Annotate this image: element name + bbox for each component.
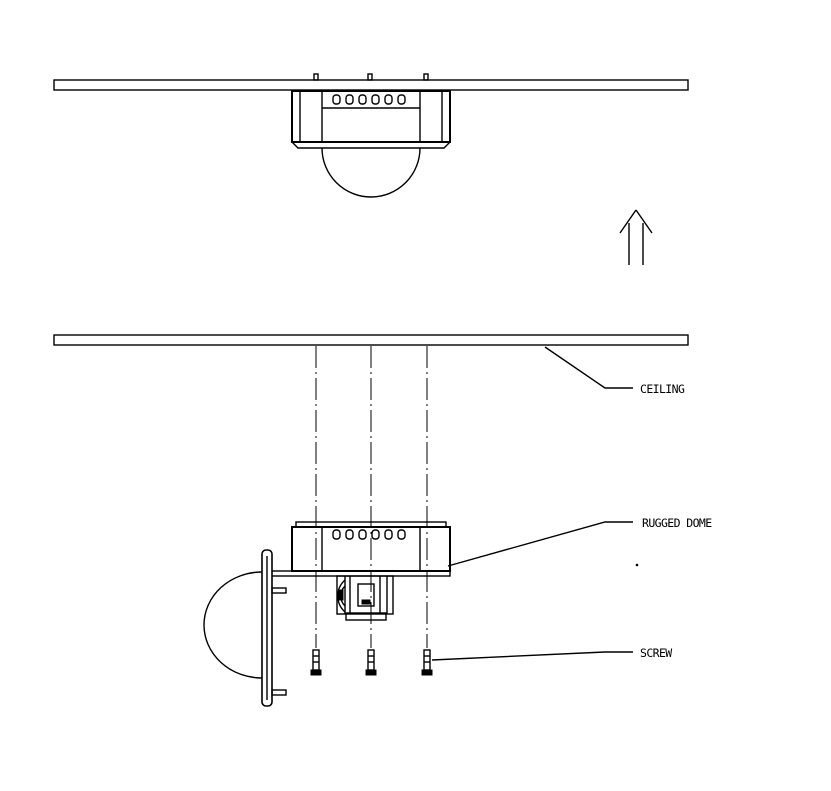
alignment-centerlines: [316, 346, 427, 648]
vent-hole: [385, 530, 392, 539]
dome-cover-detached: [204, 550, 286, 706]
mounting-studs: [314, 74, 428, 80]
vent-hole: [398, 530, 405, 539]
stud-middle: [368, 74, 372, 80]
dome-tab-bottom: [272, 690, 286, 695]
dome-cover-installed: [322, 148, 420, 197]
vent-hole: [372, 530, 379, 539]
screw-right: [422, 650, 432, 675]
vent-hole: [333, 95, 340, 104]
vent-holes: [333, 530, 405, 539]
ceiling-plate-top: [54, 80, 688, 90]
rugged-dome-leader-line: [448, 522, 633, 566]
vent-hole: [359, 95, 366, 104]
stray-dot: [636, 564, 638, 566]
screw-middle: [366, 650, 376, 675]
vent-hole: [398, 95, 405, 104]
vent-hole: [346, 530, 353, 539]
lens-mark: [362, 600, 370, 604]
dome-bubble: [204, 572, 262, 678]
camera-gimbal-module: [337, 576, 393, 620]
screws: [311, 650, 432, 675]
dome-tab-top: [272, 588, 286, 593]
ceiling-leader-line: [545, 347, 633, 388]
rugged-dome-housing: [265, 522, 450, 576]
housing-body: [292, 91, 450, 142]
screw-left: [311, 650, 321, 675]
vent-hole: [359, 530, 366, 539]
rugged-dome-label: RUGGED DOME: [642, 516, 712, 530]
vent-hole: [372, 95, 379, 104]
vent-hole: [385, 95, 392, 104]
stud-right: [424, 74, 428, 80]
gimbal-clip: [339, 590, 343, 600]
up-arrow-icon: [620, 210, 652, 265]
vent-hole: [346, 95, 353, 104]
stud-left: [314, 74, 318, 80]
dome-housing-installed: [292, 91, 450, 197]
installed-view: [54, 74, 688, 197]
screw-leader-line: [432, 652, 633, 660]
screw-label: SCREW: [640, 646, 672, 660]
vent-hole: [333, 530, 340, 539]
ceiling-label: CEILING: [640, 382, 685, 396]
ceiling-plate: [54, 335, 688, 345]
vent-holes: [333, 95, 405, 104]
